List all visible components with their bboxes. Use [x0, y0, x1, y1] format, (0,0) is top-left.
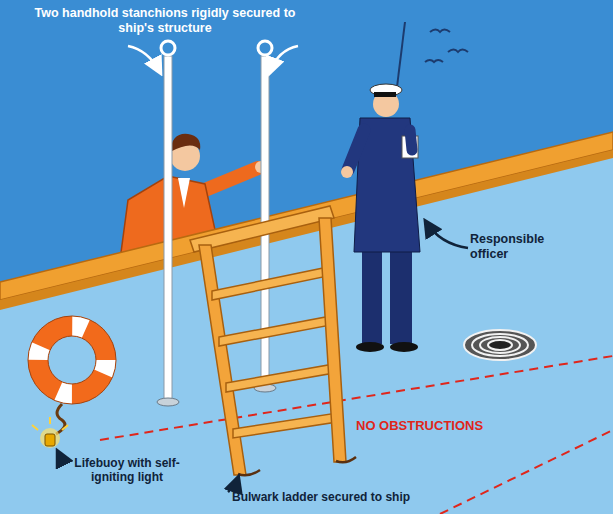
self-igniting-light: [32, 417, 68, 448]
callout-label: Responsible officer: [470, 232, 560, 262]
callout-label: Bulwark ladder secured to ship: [232, 490, 452, 504]
deck: [0, 150, 613, 514]
officer-figure: [341, 84, 420, 352]
rope-coil: [464, 330, 536, 360]
zone-label: NO OBSTRUCTIONS: [356, 418, 506, 434]
callout-label: Lifebuoy with self-igniting light: [62, 456, 192, 485]
bulwark-rail: [0, 150, 613, 310]
birds: [396, 22, 468, 95]
callout-label: Two handhold stanchions rigidly secured …: [20, 6, 310, 36]
zone-boundary: [100, 356, 613, 514]
bulwark-ladder: [190, 206, 356, 475]
lifebuoy: [28, 316, 116, 434]
bulwark-rail: [0, 132, 613, 300]
